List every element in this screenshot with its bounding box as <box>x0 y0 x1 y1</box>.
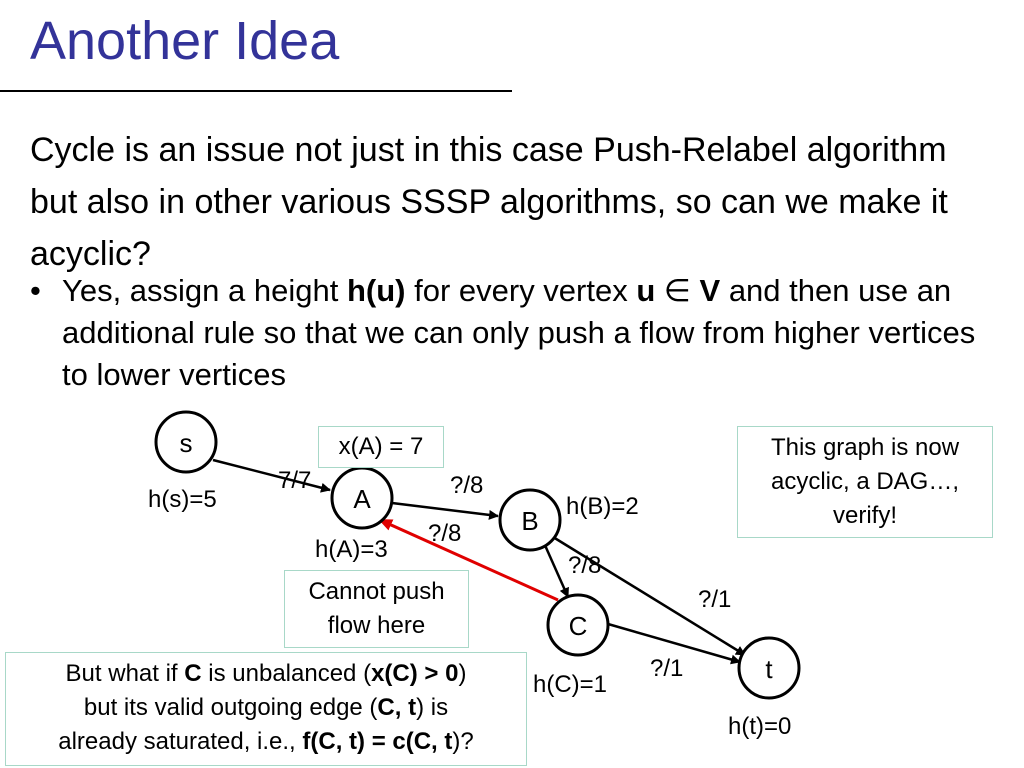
question-text: but its valid outgoing edge ( <box>83 694 378 721</box>
edge-C-t <box>607 622 741 665</box>
question-text: is unbalanced ( <box>201 660 372 687</box>
height-label-C: h(C)=1 <box>533 671 607 698</box>
node-C: C <box>546 593 610 657</box>
title-underline <box>0 90 512 92</box>
question-edge-C-t: C, t <box>377 694 417 721</box>
main-paragraph: Cycle is an issue not just in this case … <box>30 131 948 273</box>
bullet-marker: • <box>30 273 41 308</box>
edge-C-A-blocked <box>378 518 559 602</box>
excess-box: x(A) = 7 <box>318 426 444 468</box>
dag-note-box: This graph is now acyclic, a DAG…, verif… <box>737 426 993 538</box>
bullet-text-part1: Yes, assign a height <box>62 273 347 308</box>
bullet-vertex-set: V <box>699 273 721 308</box>
question-excess-condition: x(C) > 0 <box>371 660 459 687</box>
question-text: ) is <box>416 694 449 721</box>
cannot-push-line-2: flow here <box>327 612 426 639</box>
edge-label-C-t: ?/1 <box>650 655 683 682</box>
height-label-t: h(t)=0 <box>728 713 791 740</box>
question-vertex-C: C <box>184 660 202 687</box>
question-text: But what if <box>65 660 185 687</box>
bullet-vertex-u: u <box>636 273 656 308</box>
bullet-height-term: h(u) <box>346 273 406 308</box>
edge-label-B-t: ?/1 <box>698 586 731 613</box>
edge-label-s-A: 7/7 <box>278 467 311 494</box>
edge-B-t <box>552 535 746 657</box>
height-label-s: h(s)=5 <box>148 486 217 513</box>
height-label-A: h(A)=3 <box>315 536 388 563</box>
question-line-3: already saturated, i.e., f(C, t) = c(C, … <box>6 725 526 759</box>
dag-note-line-2: acyclic, a DAG…, <box>770 468 960 495</box>
bullet-text-part3: and then use an additional rule so that … <box>62 273 976 392</box>
node-A-label: A <box>353 484 371 514</box>
cannot-push-box: Cannot push flow here <box>284 570 469 648</box>
node-t: t <box>737 636 801 700</box>
question-text: ) <box>458 660 467 687</box>
bullet-text: Yes, assign a height h(u) for every vert… <box>62 270 982 396</box>
node-A: A <box>330 466 394 530</box>
question-text: )? <box>452 728 474 755</box>
dag-note-line-1: This graph is now <box>770 434 960 461</box>
question-box: But what if C is unbalanced (x(C) > 0) b… <box>5 652 527 766</box>
cannot-push-line-1: Cannot push <box>308 578 445 605</box>
bullet-text-part2: for every vertex <box>405 273 637 308</box>
node-s-label: s <box>180 428 193 458</box>
slide-title: Another Idea <box>30 11 340 71</box>
edge-label-C-A: ?/8 <box>428 520 461 547</box>
height-label-B: h(B)=2 <box>566 493 639 520</box>
node-t-label: t <box>765 654 773 684</box>
edge-A-B <box>391 501 499 520</box>
node-B: B <box>498 488 562 552</box>
edge-label-B-C: ?/8 <box>568 552 601 579</box>
node-s: s <box>154 410 218 474</box>
question-line-1: But what if C is unbalanced (x(C) > 0) <box>6 657 526 691</box>
question-saturation-condition: f(C, t) = c(C, t <box>302 728 453 755</box>
edge-s-A <box>212 458 331 493</box>
question-text: already saturated, i.e., <box>58 728 303 755</box>
edge-B-C <box>542 542 570 598</box>
question-line-2: but its valid outgoing edge (C, t) is <box>6 691 526 725</box>
edge-label-A-B: ?/8 <box>450 472 483 499</box>
bullet-element-of: ∈ <box>655 273 700 308</box>
dag-note-line-3: verify! <box>832 502 897 529</box>
excess-text: x(A) = 7 <box>338 433 424 460</box>
node-B-label: B <box>521 506 538 536</box>
node-C-label: C <box>569 611 588 641</box>
